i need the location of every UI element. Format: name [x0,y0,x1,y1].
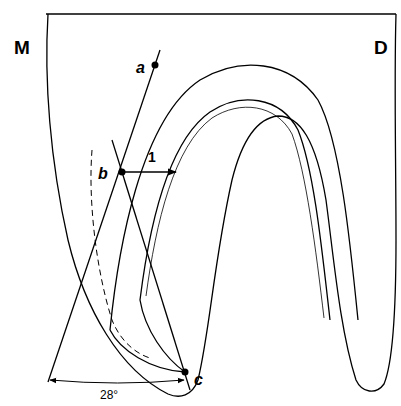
axis-line [112,140,190,390]
canal-wall-inner [146,107,324,318]
canal-apex-inner [140,300,185,372]
canal-wall [140,100,330,320]
dashed-contour [91,150,150,358]
angle-arc [50,380,184,383]
tooth-outline [47,14,396,396]
point-dot [182,369,189,376]
direction-arrow [122,171,176,172]
section-line [46,13,396,14]
pulp-outline [110,65,358,330]
point-dot [152,62,159,69]
side-label: M [14,38,30,57]
point-label: c [194,372,203,388]
point-dot [119,169,126,176]
side-label: D [374,38,388,57]
callout-number: 1 [148,150,156,164]
point-label: a [136,60,145,76]
axis-line [48,50,160,382]
point-label: b [98,166,108,182]
angle-label: 28° [100,389,118,401]
